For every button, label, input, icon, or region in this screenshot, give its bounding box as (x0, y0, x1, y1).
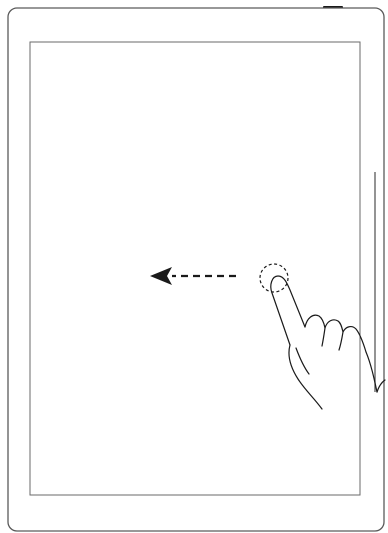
arrow-head (150, 267, 172, 285)
hand-finger-crease (321, 327, 326, 347)
pointing-hand-icon (270, 275, 386, 410)
hand-index-finger (270, 275, 306, 346)
hand-knuckles (304, 314, 367, 353)
touch-point-icon (259, 263, 289, 293)
hand-thumb (295, 347, 310, 375)
hand-wrist (376, 379, 386, 393)
device-screen (29, 41, 361, 496)
e-reader-device-icon (7, 6, 385, 532)
arrow-left-icon (150, 267, 236, 285)
hand-palm (288, 344, 323, 410)
hand-finger-crease-2 (338, 331, 344, 351)
hand-back (365, 351, 378, 393)
